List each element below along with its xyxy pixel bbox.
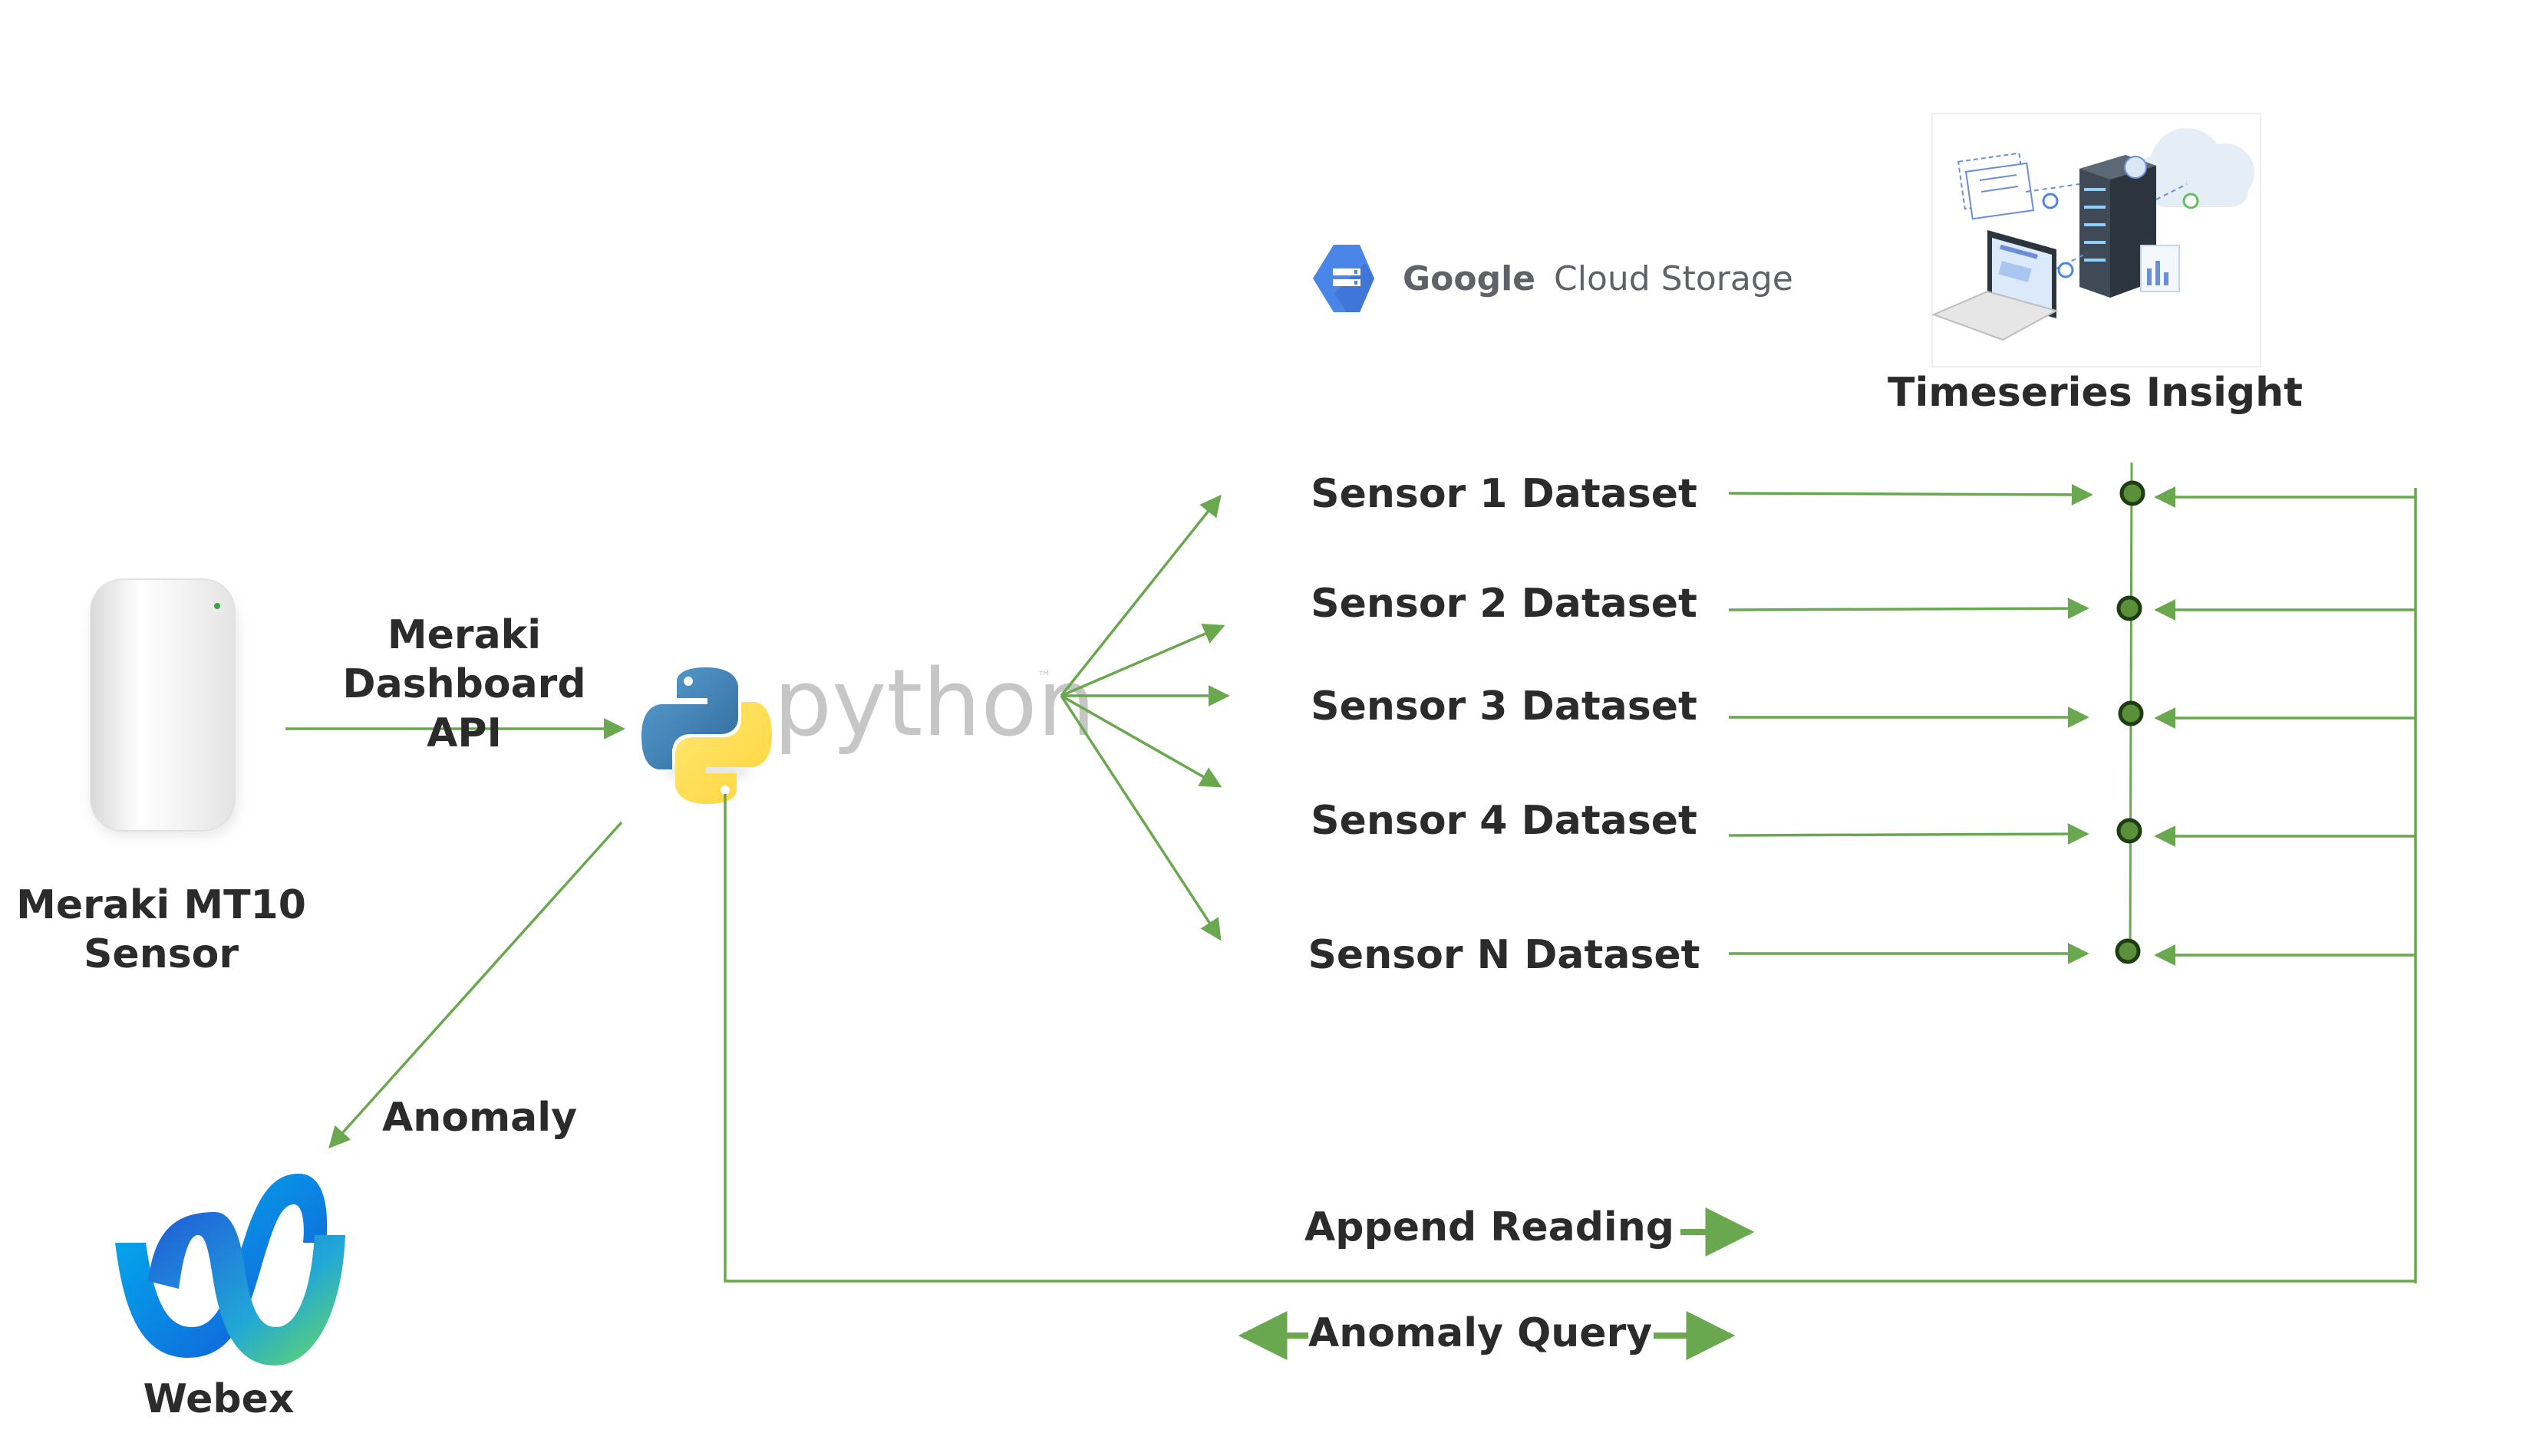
anomaly-label: Anomaly bbox=[382, 1095, 577, 1141]
dataset-label-n: Sensor N Dataset bbox=[1308, 932, 1700, 978]
timeline-node bbox=[2116, 595, 2142, 621]
python-tm: ™ bbox=[1037, 669, 1051, 685]
timeline-node bbox=[2116, 818, 2142, 844]
sensor-label: Meraki MT10 Sensor bbox=[16, 882, 306, 977]
timeline-node bbox=[2115, 938, 2141, 964]
chart-card-icon bbox=[2140, 245, 2180, 292]
api-label: Meraki Dashboard API bbox=[342, 612, 586, 756]
timeline-node bbox=[2119, 480, 2145, 506]
append-reading-path bbox=[724, 794, 2133, 1283]
python-logo: python ™ bbox=[641, 651, 1096, 804]
python-snakes-icon bbox=[641, 667, 772, 804]
python-wordmark: python bbox=[773, 651, 1096, 757]
cloud-storage-hexagon-icon bbox=[1313, 245, 1374, 312]
server-rack-icon bbox=[2079, 155, 2156, 298]
webex-label: Webex bbox=[143, 1376, 295, 1422]
dataset-label-3: Sensor 3 Dataset bbox=[1311, 684, 1697, 730]
timeline-node bbox=[2118, 700, 2144, 726]
laptop-icon bbox=[1931, 230, 2059, 341]
meraki-sensor-device-icon bbox=[90, 578, 238, 836]
gcs-wordmark: Google Cloud Storage bbox=[1403, 259, 1793, 298]
webex-logo-icon bbox=[115, 1174, 345, 1365]
gcs-product-text: Cloud Storage bbox=[1554, 259, 1793, 298]
dataset-fan-arrows bbox=[1060, 494, 1230, 941]
dataset-label-2: Sensor 2 Dataset bbox=[1311, 581, 1697, 627]
append-reading-label: Append Reading bbox=[1304, 1204, 1674, 1250]
anomaly-query-label: Anomaly Query bbox=[1308, 1310, 1653, 1356]
dataset-label-1: Sensor 1 Dataset bbox=[1311, 471, 1697, 517]
timeseries-label: Timeseries Insight bbox=[1888, 370, 2303, 416]
documents-icon bbox=[1957, 152, 2035, 220]
feedback-loop bbox=[2133, 486, 2417, 1283]
server-cloud-laptop-illustration bbox=[1931, 113, 2261, 367]
anomaly-alert-arrow bbox=[328, 821, 623, 1149]
dataset-to-timeline-arrows bbox=[1728, 483, 2093, 964]
gcs-google-text: Google bbox=[1403, 259, 1535, 298]
dataset-label-4: Sensor 4 Dataset bbox=[1311, 798, 1697, 844]
timeline-nodes bbox=[2115, 480, 2145, 964]
